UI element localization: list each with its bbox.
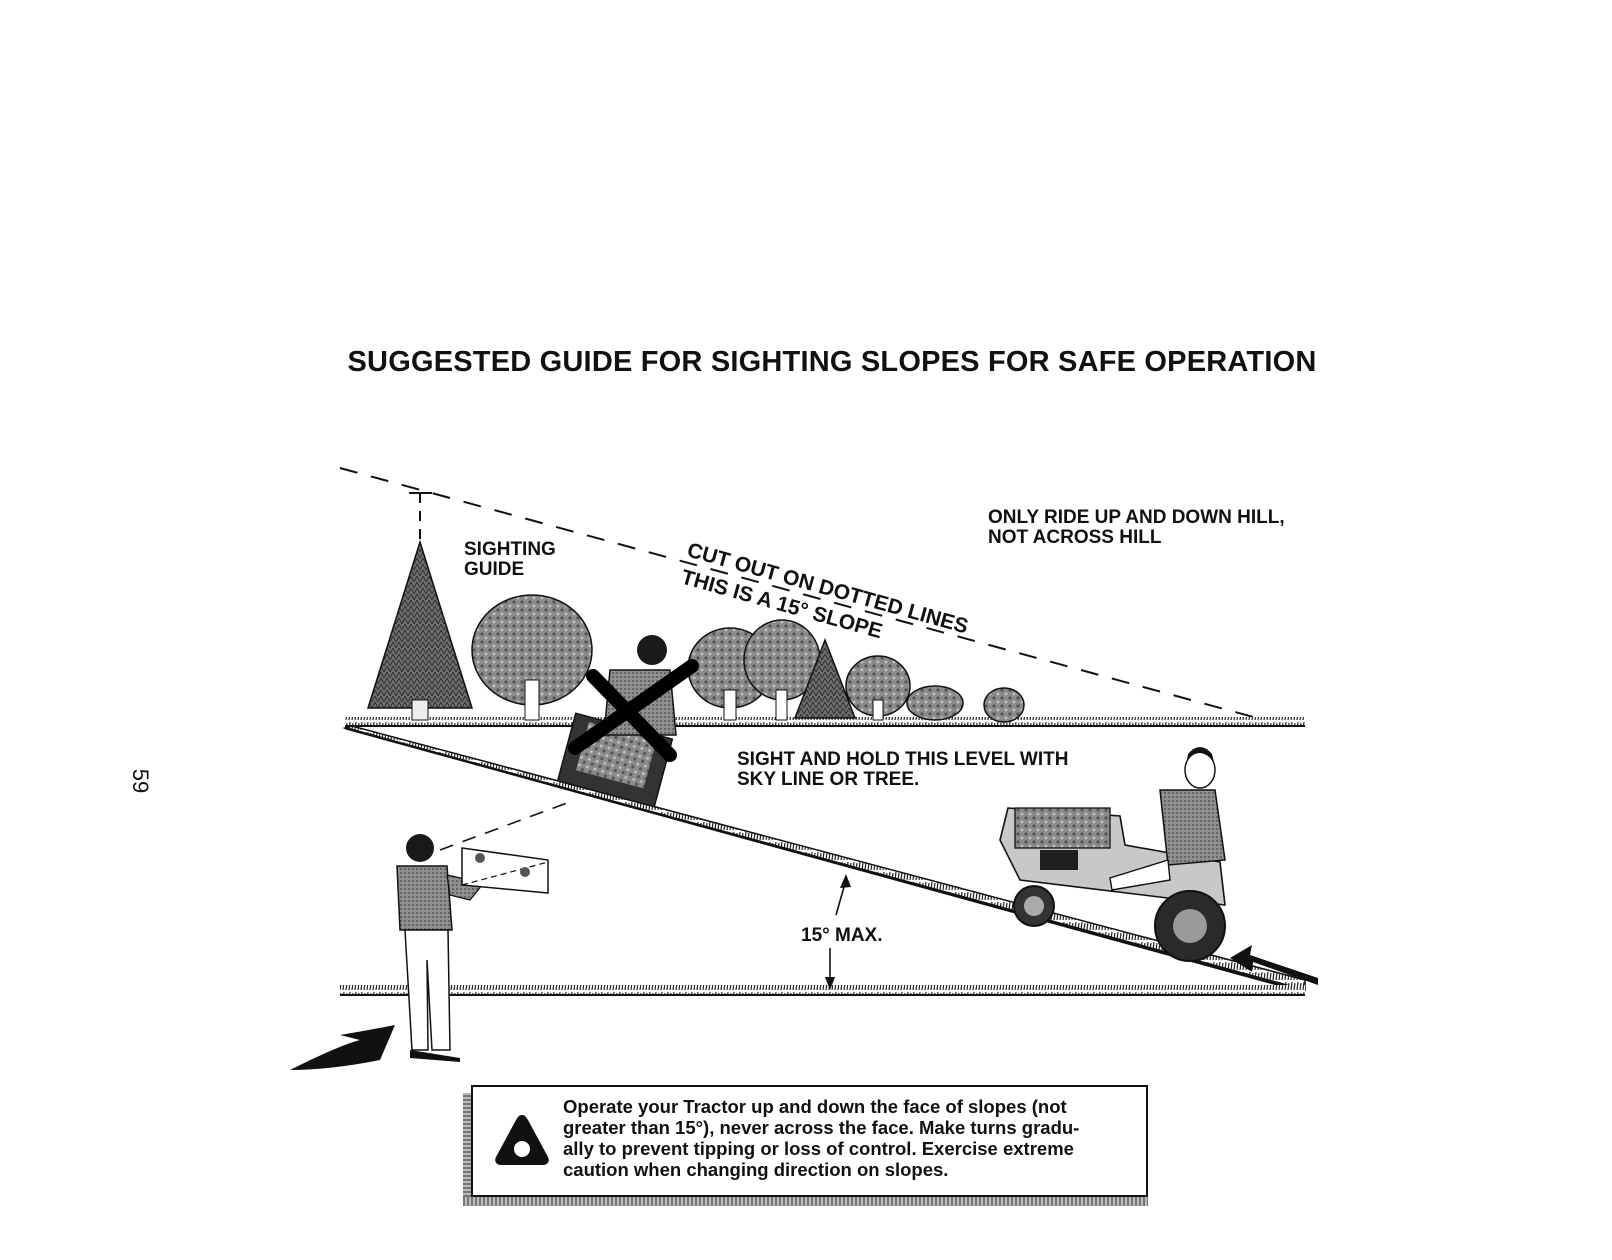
sighting-guide-dashed-line xyxy=(339,467,1291,728)
sighting-guide-label: SIGHTING GUIDE xyxy=(464,539,556,580)
background-trees xyxy=(366,539,1025,723)
level-horizon-line xyxy=(345,717,1305,726)
warning-triangle-icon xyxy=(495,1115,549,1165)
direction-arrow xyxy=(1230,945,1318,985)
caution-text: Operate your Tractor up and down the fac… xyxy=(563,1096,1080,1180)
max-angle-label: 15° MAX. xyxy=(801,925,883,946)
caution-box-shadow-left xyxy=(463,1093,471,1197)
observer-figure xyxy=(290,834,549,1070)
page-title: SUGGESTED GUIDE FOR SIGHTING SLOPES FOR … xyxy=(347,346,1317,378)
top-right-instruction: ONLY RIDE UP AND DOWN HILL, NOT ACROSS H… xyxy=(988,507,1285,548)
sight-instruction: SIGHT AND HOLD THIS LEVEL WITH SKY LINE … xyxy=(737,749,1069,790)
tractor-up-down-hill xyxy=(999,747,1226,962)
level-ground-line xyxy=(340,985,1305,995)
caution-box: Operate your Tractor up and down the fac… xyxy=(471,1085,1148,1197)
caution-box-shadow-bottom xyxy=(463,1197,1148,1206)
observer-sightline xyxy=(439,799,576,851)
tractor-across-hill-crossed-out xyxy=(556,635,699,808)
